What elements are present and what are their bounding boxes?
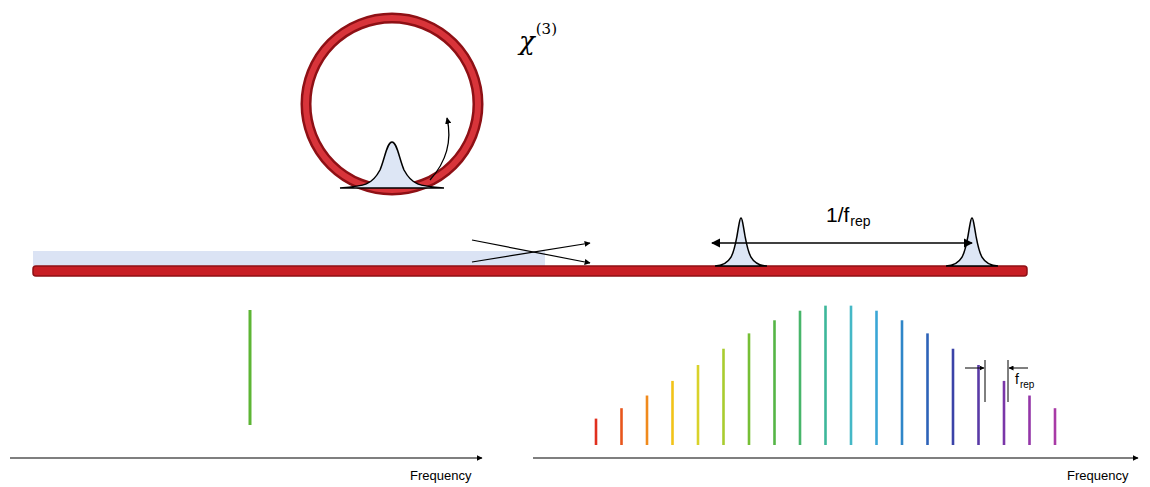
axis-label: Frequency [410, 469, 471, 482]
input-light [33, 251, 545, 266]
comb-line [595, 419, 598, 445]
tick-line [1008, 360, 1009, 402]
output-pulse [946, 218, 998, 266]
axis-label: Frequency [1067, 469, 1128, 482]
nonlinearity-symbol: χ [519, 28, 535, 54]
coupling-arrow [472, 240, 590, 263]
comb-line [799, 311, 802, 445]
comb-lines [596, 306, 1055, 445]
pump-line [249, 310, 252, 425]
spacing-subscript: rep [1020, 380, 1034, 390]
spacing-arrow [1009, 368, 1028, 369]
period-arrow [712, 242, 972, 243]
spacing-label: f [1015, 372, 1019, 386]
frequency-axis [533, 457, 1138, 458]
period-label: 1/f [826, 204, 849, 225]
comb-line [977, 365, 980, 445]
comb-line [671, 381, 674, 445]
comb-line [722, 349, 725, 445]
comb-line [620, 408, 623, 445]
bus-waveguide [33, 266, 1027, 276]
comb-line [1054, 408, 1057, 445]
comb-line [926, 333, 929, 445]
intracavity-pulse [340, 142, 444, 188]
ring-resonator [306, 18, 478, 190]
comb-line [1028, 396, 1031, 445]
period-subscript: rep [850, 214, 870, 228]
comb-line [875, 311, 878, 445]
comb-line [952, 349, 955, 445]
comb-line [697, 365, 700, 445]
comb-line [850, 306, 853, 445]
comb-line [824, 306, 827, 445]
comb-line [773, 320, 776, 445]
comb-line [646, 396, 649, 445]
comb-line [1003, 381, 1006, 445]
comb-line [748, 333, 751, 445]
spacing-arrow [965, 368, 984, 369]
frequency-axis [10, 457, 482, 458]
output-pulse [715, 218, 767, 266]
circulation-arrow [430, 118, 449, 180]
nonlinearity-order: (3) [536, 22, 557, 37]
comb-line [901, 320, 904, 445]
tick-line [985, 360, 986, 402]
